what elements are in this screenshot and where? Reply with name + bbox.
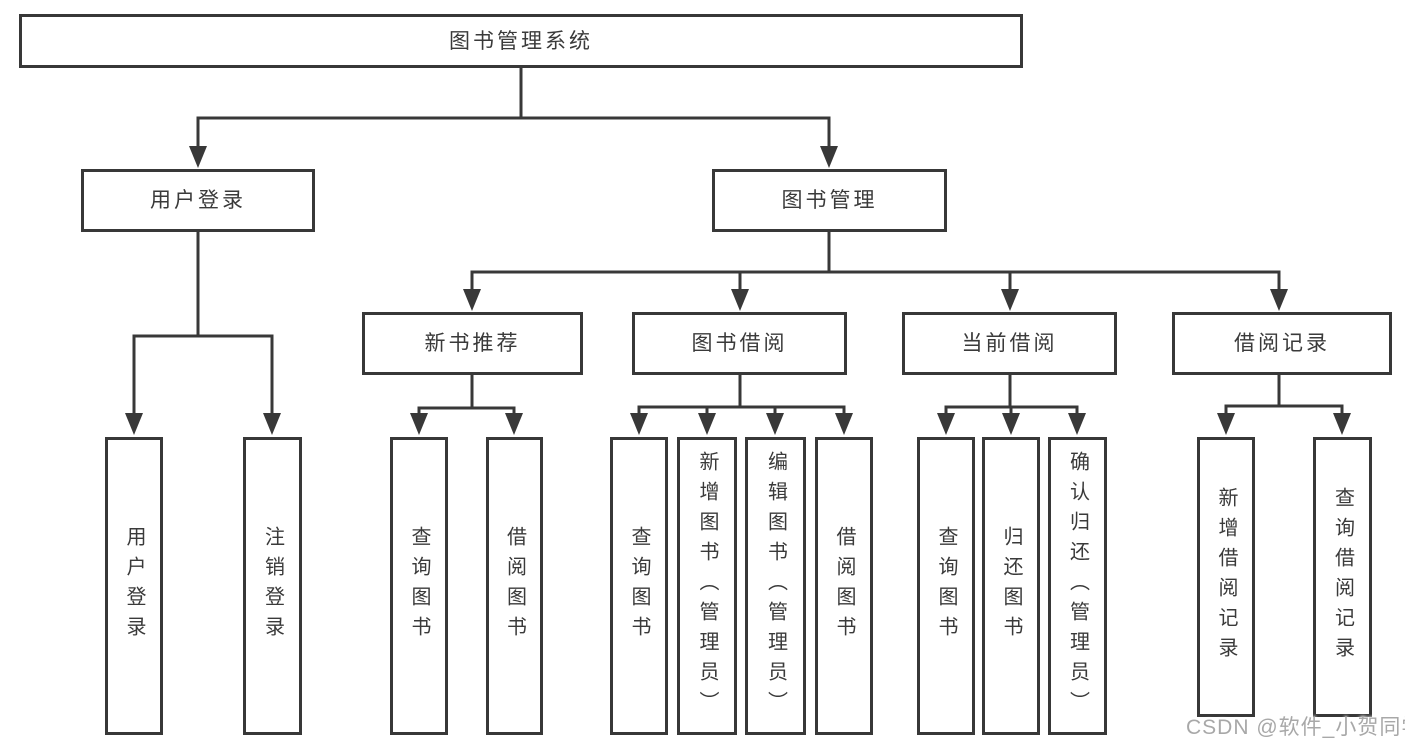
- node-library-system: 图书管理系统: [19, 14, 1023, 68]
- node-label: 图书管理系统: [449, 29, 593, 53]
- node-new-book-recommend: 新书推荐: [362, 312, 583, 375]
- node-label: 新增借阅记录: [1215, 487, 1237, 667]
- node-label: 查询图书: [408, 526, 430, 646]
- node-label: 新增图书（管理员）: [696, 451, 718, 721]
- leaf-user-login: 用户登录: [105, 437, 163, 735]
- node-label: 借阅图书: [833, 526, 855, 646]
- node-label: 用户登录: [150, 189, 246, 212]
- node-label: 借阅记录: [1234, 332, 1330, 355]
- leaf-br-add-record: 新增借阅记录: [1197, 437, 1255, 717]
- leaf-cb-confirm-return-admin: 确认归还（管理员）: [1048, 437, 1107, 735]
- node-label: 注销登录: [261, 526, 284, 646]
- node-label: 查询图书: [935, 526, 957, 646]
- node-borrow-records: 借阅记录: [1172, 312, 1392, 375]
- node-label: 借阅图书: [503, 526, 526, 646]
- node-label: 编辑图书（管理员）: [764, 451, 787, 721]
- leaf-bb-add-books-admin: 新增图书（管理员）: [677, 437, 737, 735]
- node-label: 查询图书: [628, 526, 650, 646]
- leaf-bb-edit-books-admin: 编辑图书（管理员）: [745, 437, 806, 735]
- node-label: 查询借阅记录: [1331, 487, 1354, 667]
- node-current-borrowing: 当前借阅: [902, 312, 1117, 375]
- node-book-borrowing: 图书借阅: [632, 312, 847, 375]
- node-label: 图书管理: [781, 189, 878, 212]
- leaf-logout: 注销登录: [243, 437, 302, 735]
- node-label: 确认归还（管理员）: [1066, 451, 1089, 721]
- leaf-nbr-query-books: 查询图书: [390, 437, 448, 735]
- node-label: 图书借阅: [691, 332, 788, 355]
- leaf-br-query-record: 查询借阅记录: [1313, 437, 1372, 717]
- watermark: CSDN @软件_小贺同学: [1186, 716, 1405, 739]
- leaf-nbr-borrow-books: 借阅图书: [486, 437, 543, 735]
- node-user-login: 用户登录: [81, 169, 315, 232]
- node-book-management: 图书管理: [712, 169, 947, 232]
- node-label: 用户登录: [123, 526, 145, 646]
- leaf-bb-query-books: 查询图书: [610, 437, 668, 735]
- node-label: 归还图书: [1000, 526, 1022, 646]
- node-label: 新书推荐: [424, 332, 521, 355]
- node-label: 当前借阅: [961, 332, 1058, 355]
- leaf-bb-borrow-books: 借阅图书: [815, 437, 873, 735]
- leaf-cb-query-books: 查询图书: [917, 437, 975, 735]
- leaf-cb-return-books: 归还图书: [982, 437, 1040, 735]
